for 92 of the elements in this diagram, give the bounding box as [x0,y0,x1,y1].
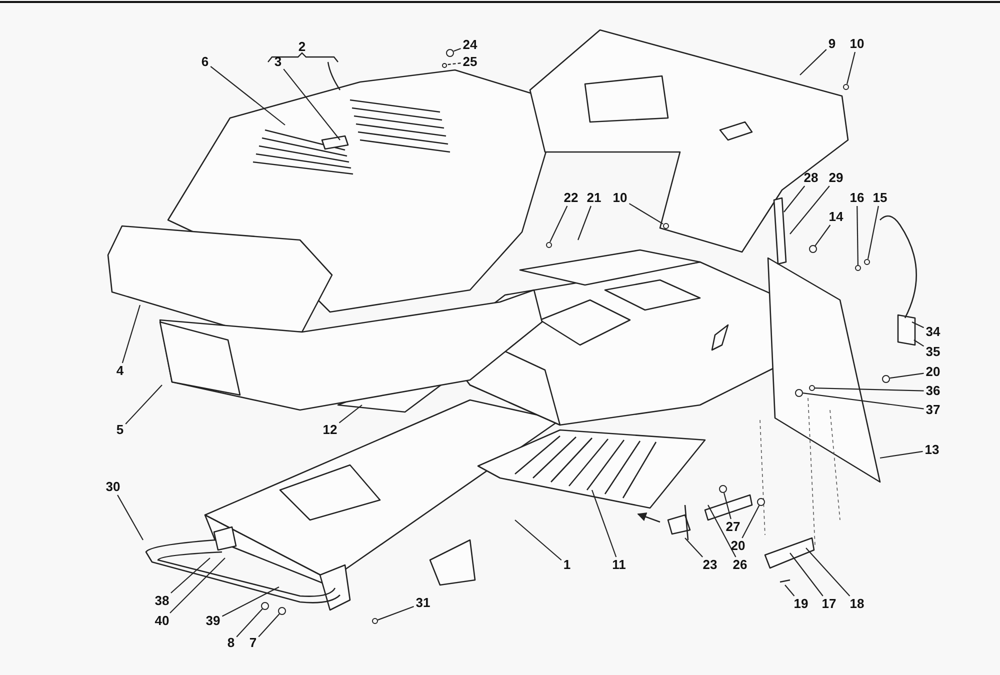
callout-number: 2 [297,40,307,54]
leader-line [591,490,617,558]
leader-line [723,492,732,520]
callout-number: 39 [204,614,222,628]
leader-line [880,450,923,459]
nut-drawing [372,618,378,624]
leader-line [790,186,830,234]
leader-line [514,520,562,561]
leader-line [867,206,879,260]
nut-drawing [882,374,890,383]
callout-number: 5 [115,423,125,437]
callout-number: 4 [115,364,125,378]
leader-line [222,586,280,617]
nut-drawing [719,485,727,493]
nut-drawing [442,62,446,68]
nut-drawing [278,607,286,615]
nut-drawing [864,259,870,265]
callout-number: 8 [226,636,236,650]
leader-line [800,49,827,76]
callout-number: 1 [562,558,572,572]
leader-line [784,186,806,212]
leader-line [742,505,760,538]
callout-number: 36 [924,384,942,398]
callout-number: 22 [562,191,580,205]
leader-line [846,52,856,84]
callout-number: 28 [802,171,820,185]
leader-line [446,62,461,66]
callout-number: 29 [828,171,844,185]
leader-line [236,608,263,638]
callout-number: 26 [732,558,748,572]
callout-number: 14 [828,210,844,224]
leader-line [802,392,924,410]
leader-line [454,48,461,52]
callout-number: 12 [322,423,338,437]
leader-line [912,322,924,328]
callout-number: 40 [154,614,170,628]
leader-line [122,304,141,364]
callout-number: 30 [104,480,122,494]
callout-number: 25 [462,55,478,69]
callout-number: 38 [154,594,170,608]
callout-number: 17 [820,597,838,611]
nut-drawing [757,498,765,506]
callout-number: 15 [872,191,888,205]
callout-number: 3 [273,55,283,69]
callout-number: 11 [611,558,627,572]
leader-line [210,66,286,126]
callout-number: 34 [924,325,942,339]
leader-line [170,558,226,614]
leader-line [814,224,831,246]
leader-line [628,203,664,224]
leader-line [170,558,210,594]
callout-number: 35 [924,345,942,359]
nut-drawing [546,242,552,248]
leader-line [806,548,850,596]
leader-line [117,494,144,540]
callout-number: 20 [924,365,942,379]
leader-line [790,552,824,596]
leader-line [125,384,162,424]
callout-number: 7 [248,636,258,650]
callout-number: 23 [702,558,718,572]
callout-number: 10 [612,191,628,205]
leader-line [784,584,795,596]
nut-drawing [261,602,269,610]
nut-drawing [808,245,817,254]
leader-line [890,372,924,379]
callout-number: 21 [586,191,602,205]
leader-line [549,206,568,242]
callout-number: 10 [848,37,866,51]
callout-number: 24 [462,38,478,52]
callout-number: 13 [924,443,940,457]
leader-line [258,614,280,638]
callout-number: 31 [414,596,432,610]
callout-number: 19 [792,597,810,611]
callout-number: 6 [200,55,210,69]
leader-line [283,68,340,140]
callout-number: 16 [848,191,866,205]
leader-line [684,538,703,558]
nut-drawing [855,265,861,271]
leader-line [708,504,736,558]
leader-line [378,606,414,620]
leader-line [814,388,924,392]
callout-number: 20 [730,539,746,553]
callout-number: 9 [827,37,837,51]
leader-line [914,340,924,347]
leader-line [338,404,362,424]
leader-line [577,206,592,240]
callout-number: 18 [848,597,866,611]
callout-number: 27 [724,520,742,534]
leader-line [856,206,858,265]
callout-number: 37 [924,403,942,417]
nut-drawing [843,84,850,90]
nut-drawing [446,48,454,56]
